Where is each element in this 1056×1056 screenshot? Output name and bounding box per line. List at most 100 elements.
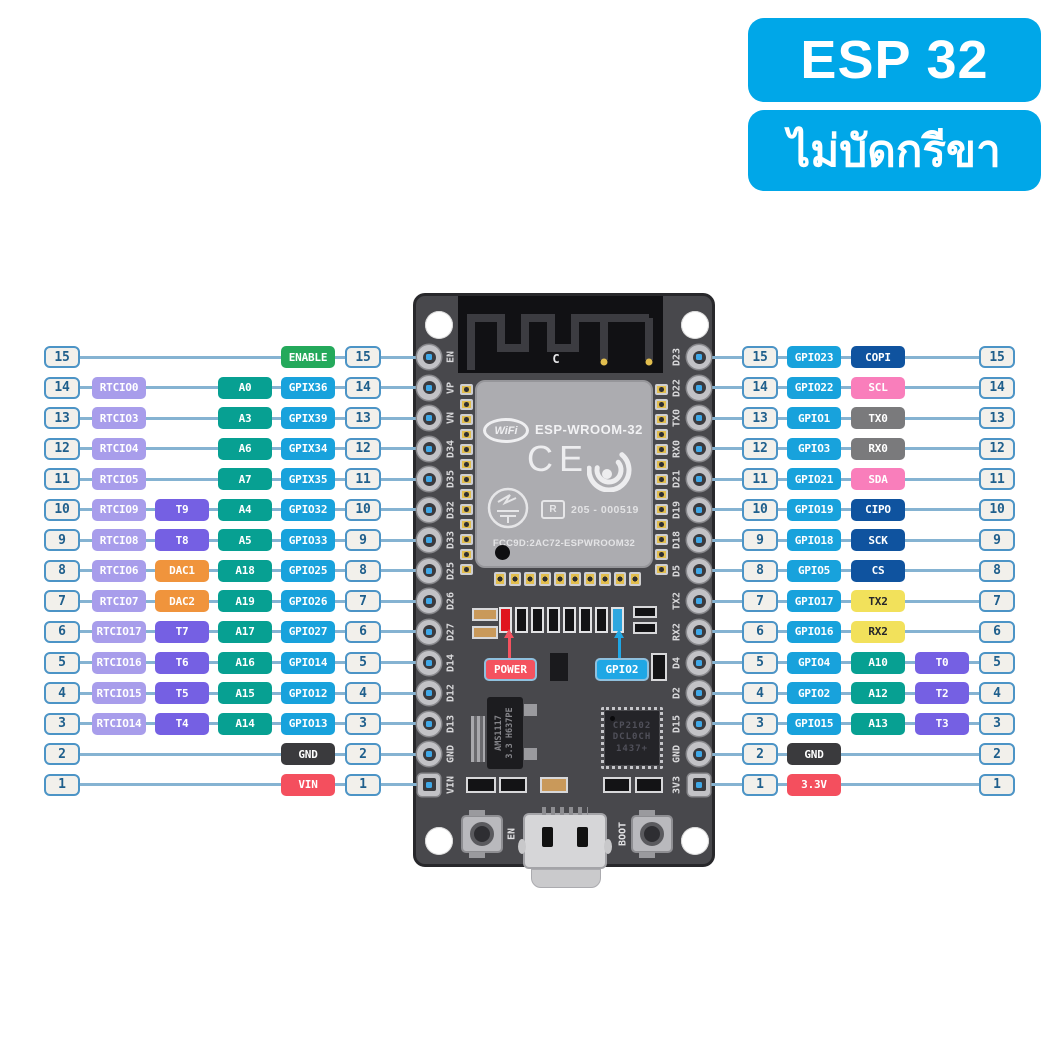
connector-line <box>699 538 997 542</box>
board-pin <box>417 467 441 492</box>
power-arrow-head <box>504 629 514 638</box>
pin-number-badge: 7 <box>979 590 1015 613</box>
capacitor <box>472 608 498 621</box>
capacitor <box>471 716 485 762</box>
board-pin-label: RX0 <box>671 439 683 458</box>
en-button[interactable] <box>461 810 503 858</box>
connector-line <box>699 416 997 420</box>
pin-function-badge-gpio27: GPIO27 <box>281 620 335 643</box>
connector-line <box>60 783 429 787</box>
pin-function-badge-dac1: DAC1 <box>155 559 209 582</box>
chip-pin1-dot <box>610 716 615 721</box>
pin-number-badge: 15 <box>44 346 80 368</box>
mounting-hole <box>425 827 453 855</box>
castellation-pad <box>584 572 596 586</box>
pin-function-badge-rtcio17: RTCIO17 <box>92 620 146 643</box>
board-pin-label: D14 <box>445 653 457 672</box>
board-pin-label: TX0 <box>671 409 683 428</box>
castellation-pad <box>524 572 536 586</box>
pin-function-badge-gpio25: GPIO25 <box>281 559 335 582</box>
pin-function-badge-a6: A6 <box>218 437 272 460</box>
pin-function-badge-rtcio5: RTCIO5 <box>92 468 146 491</box>
board-pin <box>687 711 711 736</box>
board-pin-label: D27 <box>445 622 457 641</box>
connector-line <box>60 355 429 359</box>
pin-function-badge-gpio3: GPIO3 <box>787 437 841 460</box>
pin-function-badge-a14: A14 <box>218 712 272 735</box>
cert-r-label: R <box>541 500 565 519</box>
pin-function-badge-gpio21: GPIO21 <box>787 468 841 491</box>
pin-function-badge-gpix35: GPIX35 <box>281 468 335 491</box>
led-row <box>499 607 624 633</box>
board-pin <box>417 558 441 583</box>
mounting-hole <box>681 311 709 339</box>
board-pin <box>687 436 711 461</box>
pin-function-badge-gpio33: GPIO33 <box>281 529 335 552</box>
castellation-pad <box>460 489 473 500</box>
pin-function-badge-a12: A12 <box>851 682 905 705</box>
esp-wroom-32-module: WiFi ESP-WROOM-32 CE R 205 - 000519 <box>475 380 653 568</box>
esp32-devboard: C WiFi ESP-WROOM-32 CE <box>413 293 715 888</box>
pin-function-badge-rtcio9: RTCIO9 <box>92 498 146 521</box>
board-pin <box>687 467 711 492</box>
pin-function-badge-gpio18: GPIO18 <box>787 529 841 552</box>
pin-number-badge: 13 <box>979 407 1015 430</box>
fcc-id: FCC9D:2AC72-ESPWROOM32 <box>492 538 636 549</box>
board-pin <box>417 742 441 767</box>
board-pin-label: D5 <box>671 564 683 577</box>
cert-mark-icon <box>487 487 529 529</box>
pin-function-badge-t4: T4 <box>155 712 209 735</box>
pin-number-badge: 10 <box>345 498 381 521</box>
cert-number: 205 - 000519 <box>571 503 639 516</box>
pin-function-badge-rtcio6: RTCIO6 <box>92 559 146 582</box>
pin-function-badge-rtcio4: RTCIO4 <box>92 437 146 460</box>
smd-component <box>603 777 631 793</box>
pin-function-badge-copi: COPI <box>851 346 905 368</box>
pin-function-badge-rtcio8: RTCIO8 <box>92 529 146 552</box>
castellation-pad <box>655 444 668 455</box>
pin-number-badge: 9 <box>345 529 381 552</box>
regulator-tab <box>524 748 537 760</box>
board-pin-label: D12 <box>445 684 457 703</box>
board-pin-label: VP <box>445 381 457 394</box>
pin-function-badge-a3: A3 <box>218 407 272 430</box>
antenna-zone <box>458 296 663 373</box>
pin-number-badge: 6 <box>742 620 778 643</box>
pin-number-badge: 8 <box>742 559 778 582</box>
castellation-pad <box>460 504 473 515</box>
board-pin <box>687 681 711 706</box>
castellation-pad <box>460 399 473 410</box>
castellation-pad <box>509 572 521 586</box>
pin-function-badge-a0: A0 <box>218 376 272 399</box>
board-pin <box>417 528 441 553</box>
pin-function-badge-rtcio0: RTCIO0 <box>92 376 146 399</box>
board-pin-label: GND <box>445 745 457 764</box>
board-pin-label: D26 <box>445 592 457 611</box>
board-pin <box>417 436 441 461</box>
pin-function-badge-gnd: GND <box>787 743 841 766</box>
board-pin-label: D18 <box>671 531 683 550</box>
board-pin <box>417 681 441 706</box>
regulator-tab <box>524 704 537 716</box>
capacitor <box>651 653 667 681</box>
board-pin-label: D4 <box>671 656 683 669</box>
pin-function-badge-a13: A13 <box>851 712 905 735</box>
pin-number-badge: 12 <box>345 437 381 460</box>
pin-number-badge: 5 <box>44 651 80 674</box>
pin-number-badge: 4 <box>979 682 1015 705</box>
castellation-pad <box>494 572 506 586</box>
pin-function-badge-t7: T7 <box>155 620 209 643</box>
pin-function-badge-gnd: GND <box>281 743 335 766</box>
board-pin-label: EN <box>445 350 457 364</box>
pin-function-badge-vin: VIN <box>281 773 335 796</box>
cert-row: R 205 - 000519 <box>541 500 639 519</box>
castellation-pad <box>460 519 473 530</box>
pin-function-badge-rx0: RX0 <box>851 437 905 460</box>
board-pin-label: VIN <box>445 775 457 794</box>
connector-line <box>699 752 997 756</box>
pin-function-badge-t6: T6 <box>155 651 209 674</box>
pin-function-badge-gpio2: GPIO2 <box>787 682 841 705</box>
boot-button[interactable] <box>631 810 673 858</box>
